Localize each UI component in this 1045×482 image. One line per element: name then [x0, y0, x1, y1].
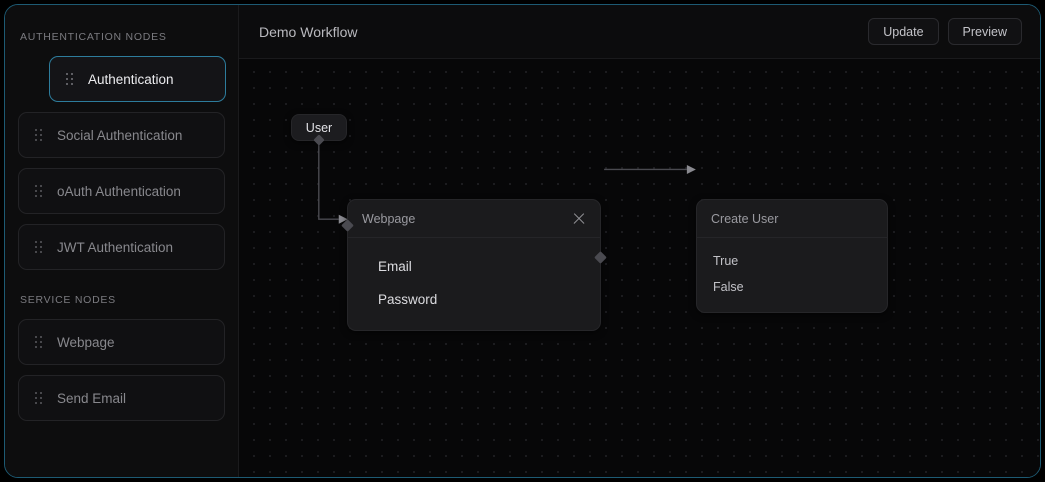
sidebar-item-label: Authentication — [88, 71, 174, 87]
sidebar-item-label: Send Email — [57, 390, 127, 406]
page-title: Demo Workflow — [259, 23, 358, 40]
app-window: AUTHENTICATION NODES Authentication Soci… — [4, 4, 1041, 478]
flow-node-field-false[interactable]: False — [713, 280, 744, 294]
flow-node-webpage-header: Webpage — [348, 200, 600, 238]
sidebar-item-webpage[interactable]: Webpage — [18, 319, 225, 365]
drag-handle-icon[interactable] — [35, 392, 42, 404]
sidebar-item-jwt-authentication[interactable]: JWT Authentication — [18, 224, 225, 270]
flow-node-field-true[interactable]: True — [713, 254, 739, 268]
drag-handle-icon[interactable] — [35, 241, 42, 253]
drag-handle-icon[interactable] — [35, 129, 42, 141]
flow-node-webpage-title: Webpage — [362, 211, 416, 226]
flow-node-field-email[interactable]: Email — [378, 259, 412, 274]
flow-node-webpage[interactable]: Webpage Email Password — [341, 199, 607, 331]
close-icon[interactable] — [572, 212, 586, 226]
sidebar-section-title-service: SERVICE NODES — [20, 294, 116, 306]
flow-node-user[interactable]: User — [291, 114, 347, 146]
sidebar-section-title-authentication: AUTHENTICATION NODES — [20, 31, 167, 43]
edge-user-to-webpage — [318, 144, 339, 220]
flow-node-user-label: User — [305, 120, 333, 135]
workflow-topbar: Demo Workflow Update Preview — [239, 5, 1040, 59]
sidebar-item-authentication[interactable]: Authentication — [49, 56, 226, 102]
sidebar-item-social-authentication[interactable]: Social Authentication — [18, 112, 225, 158]
workflow-canvas[interactable]: User Webpage Email Password Creat — [239, 59, 1040, 477]
sidebar-item-label: Webpage — [57, 334, 115, 350]
sidebar-item-label: Social Authentication — [57, 127, 183, 143]
flow-node-field-password[interactable]: Password — [378, 292, 438, 307]
sidebar-item-send-email[interactable]: Send Email — [18, 375, 225, 421]
topbar-actions: Update Preview — [868, 18, 1022, 45]
flow-node-webpage-body: Email Password — [348, 238, 600, 330]
drag-handle-icon[interactable] — [35, 185, 42, 197]
arrowhead-webpage-to-createuser — [686, 164, 696, 174]
node-palette-sidebar: AUTHENTICATION NODES Authentication Soci… — [5, 5, 239, 477]
flow-node-create-user[interactable]: Create User True False — [696, 199, 888, 313]
drag-handle-icon[interactable] — [66, 73, 73, 85]
connection-handle-bottom[interactable] — [313, 134, 325, 146]
drag-handle-icon[interactable] — [35, 336, 42, 348]
sidebar-item-label: oAuth Authentication — [57, 183, 181, 199]
sidebar-item-label: JWT Authentication — [57, 239, 174, 255]
main-area: Demo Workflow Update Preview User — [239, 5, 1040, 477]
sidebar-item-oauth-authentication[interactable]: oAuth Authentication — [18, 168, 225, 214]
update-button[interactable]: Update — [868, 18, 939, 45]
flow-node-create-user-title: Create User — [711, 211, 779, 226]
flow-node-create-user-body: True False — [697, 238, 887, 312]
preview-button[interactable]: Preview — [947, 18, 1022, 45]
flow-node-create-user-header: Create User — [697, 200, 887, 238]
